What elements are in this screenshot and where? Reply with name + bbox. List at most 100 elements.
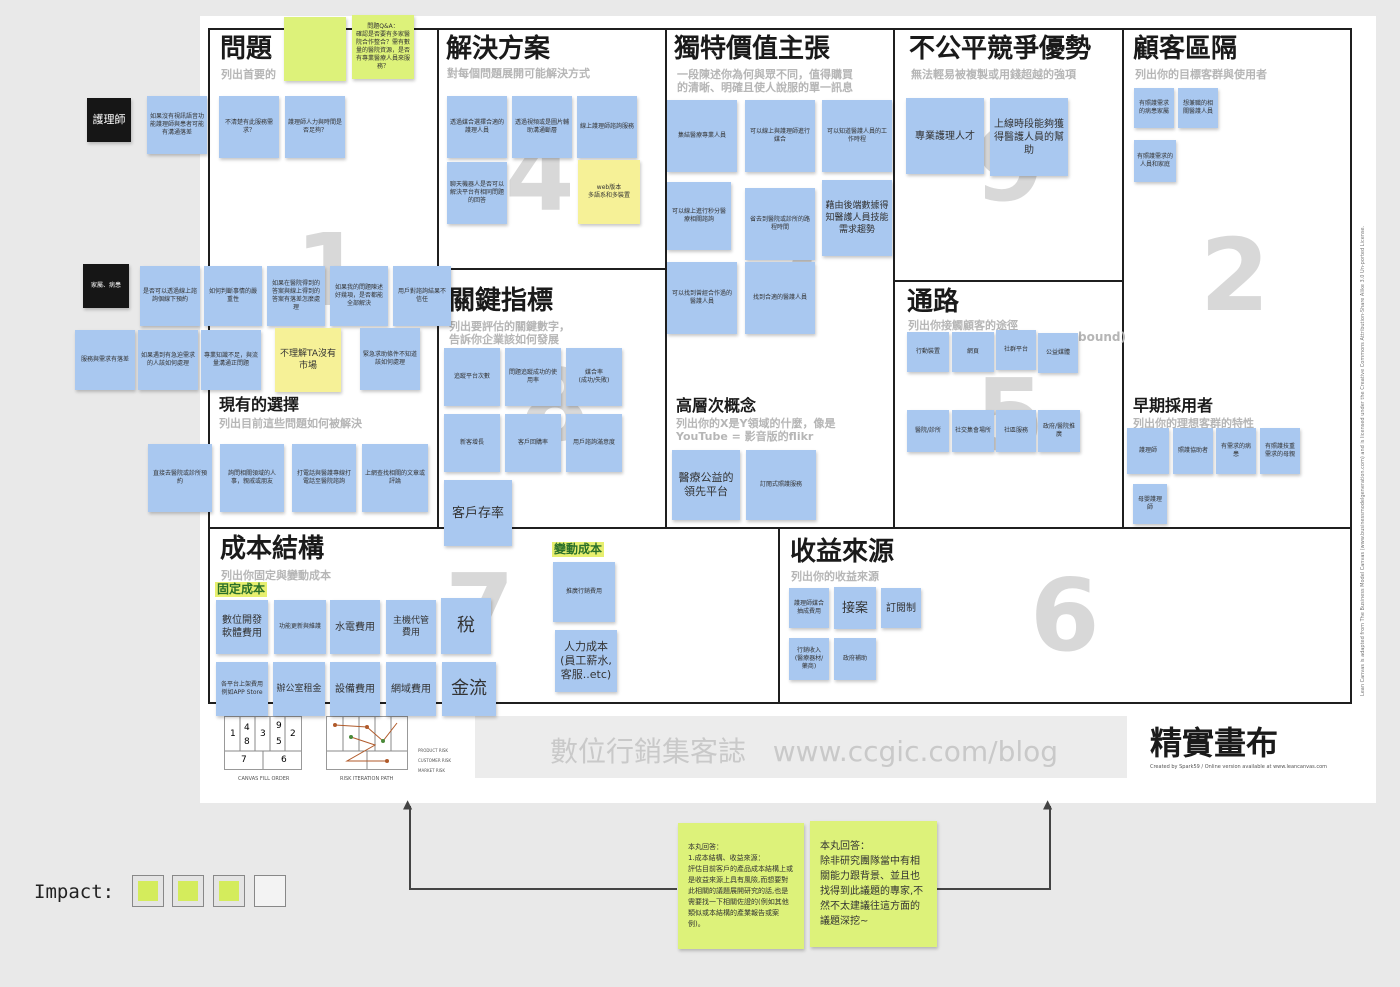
- solution-title: 解決方案: [446, 34, 551, 64]
- note-solution-c[interactable]: 線上護理師諮詢服務: [577, 96, 637, 158]
- note-uvp-a[interactable]: 集結醫療專業人員: [667, 100, 737, 172]
- note-problem-l[interactable]: 不理解TA沒有市場: [275, 328, 341, 392]
- note-problem-d[interactable]: 是否可以透過線上諮詢個線下預約: [140, 266, 200, 326]
- note-cost-h[interactable]: 設備費用: [330, 662, 380, 716]
- note-channel-g[interactable]: 社區服務: [996, 410, 1036, 452]
- note-revenue-e[interactable]: 政府補助: [834, 638, 876, 680]
- canvas-title: 精實畫布: [1150, 724, 1279, 762]
- note-metric-e[interactable]: 客戶回購率: [505, 414, 561, 472]
- note-solution-e[interactable]: web版本 多語系和多裝置: [578, 160, 640, 224]
- note-channel-b[interactable]: 網頁: [952, 332, 994, 372]
- note-uvp-d[interactable]: 可以線上進行秒分醫療相關諮詢: [667, 182, 731, 250]
- impact-box-2[interactable]: [172, 875, 204, 907]
- note-early-b[interactable]: 照護協助者: [1173, 428, 1213, 474]
- note-problem-j[interactable]: 如果遇到有急迫需求的人該如何處理: [138, 330, 198, 390]
- note-metric-a[interactable]: 追蹤平台次數: [444, 348, 500, 406]
- impact-box-4[interactable]: [254, 875, 286, 907]
- note-channel-e[interactable]: 醫院/診所: [907, 410, 949, 452]
- note-cost-i[interactable]: 網域費用: [386, 662, 436, 716]
- note-answer-2[interactable]: 本丸回答： 除非研究團隊當中有相關能力跟背景、並且也找得到此議題的專家,不然不太…: [810, 821, 937, 947]
- channels-extra: bound): [1078, 330, 1126, 344]
- note-problem-qa[interactable]: 問題Q&A： 確認是否要有多家醫院合作整合？需有數量的醫院資源，是否有專業醫療人…: [352, 15, 414, 79]
- note-early-e[interactable]: 母嬰護理師: [1133, 484, 1167, 524]
- note-uvp-c[interactable]: 可以知道醫護人員的工作時程: [822, 100, 892, 172]
- note-revenue-b[interactable]: 接案: [834, 587, 876, 629]
- note-problem-g[interactable]: 如果我的問題陳述好幾項，是否都能全部解決: [330, 266, 388, 326]
- note-uvp-b[interactable]: 可以線上與護理師進行媒合: [745, 100, 815, 172]
- note-metric-c[interactable]: 媒合率 (成功/失敗): [566, 348, 622, 406]
- note-cost-a[interactable]: 數位開發軟體費用: [216, 600, 268, 654]
- note-cost-c[interactable]: 水電費用: [330, 600, 380, 654]
- note-problem-f[interactable]: 如果在醫院得到的答案與線上得到的答案有落差怎麼處理: [267, 266, 325, 326]
- note-channel-f[interactable]: 社交集會場所: [952, 410, 994, 452]
- note-cost-k[interactable]: 推廣行銷費用: [553, 562, 615, 622]
- note-metric-d[interactable]: 新客增長: [444, 414, 500, 472]
- metrics-subtitle: 列出要評估的關鍵數字， 告訴你企業該如何發展: [449, 320, 570, 346]
- fill-order-caption: CANVAS FILL ORDER: [238, 776, 290, 782]
- note-high-level-b[interactable]: 訂閱式照護服務: [746, 450, 816, 520]
- grid-num-2: 4: [244, 723, 250, 733]
- note-problem-h[interactable]: 用戶對諮詢結果不信任: [393, 266, 451, 326]
- note-solution-a[interactable]: 透過媒合選擇合適的護理人員: [447, 96, 507, 158]
- note-channel-c[interactable]: 社群平台: [996, 330, 1036, 370]
- grid-num-3: 3: [260, 729, 266, 739]
- note-revenue-d[interactable]: 行銷收入 (醫療器材/藥商): [789, 638, 829, 680]
- tag-family[interactable]: 家屬、病患: [83, 264, 129, 308]
- note-uvp-e[interactable]: 省去到醫院或診所的路程時間: [745, 188, 815, 260]
- note-channel-a[interactable]: 行動裝置: [907, 332, 949, 372]
- risk-path-diagram: [326, 716, 408, 770]
- note-cost-d[interactable]: 主機代管費用: [386, 600, 436, 654]
- note-metric-b[interactable]: 問題追蹤成功的使用率: [505, 348, 561, 406]
- note-unfair-b[interactable]: 上線時段能夠獲得醫護人員的幫助: [990, 98, 1068, 176]
- note-problem-b[interactable]: 不清楚有此服務需求？: [219, 96, 279, 158]
- note-segment-c[interactable]: 有照護需求的人員和家庭: [1134, 140, 1176, 182]
- note-segment-a[interactable]: 有照護需求的病患家屬: [1134, 88, 1174, 128]
- note-alternative-d[interactable]: 上網查找相關的文章或評論: [362, 444, 428, 512]
- tag-nurse[interactable]: 護理師: [87, 98, 131, 142]
- early-adopters-subtitle: 列出你的理想客群的特性: [1133, 417, 1254, 430]
- note-revenue-a[interactable]: 護理師媒合抽成費用: [789, 588, 829, 628]
- note-channel-h[interactable]: 政府/醫院推廣: [1038, 410, 1080, 452]
- note-alternative-a[interactable]: 直接去醫院或診所預約: [148, 444, 212, 512]
- risk-legend-customer: CUSTOMER RISK: [418, 758, 452, 763]
- grid-num-8: 7: [241, 755, 247, 765]
- note-problem-yellow-1[interactable]: [284, 17, 346, 81]
- note-answer-1[interactable]: 本丸回答： 1.成本結構、收益來源： 評估目前客戶的產品成本結構上或是收益來源上…: [678, 823, 804, 949]
- note-metric-g[interactable]: 客戶存率: [444, 480, 512, 546]
- note-problem-a[interactable]: 如果沒有視訊語音功能護理師與患者可能有溝通落差: [147, 96, 207, 154]
- note-uvp-h[interactable]: 找到合適的醫護人員: [745, 262, 815, 334]
- note-early-a[interactable]: 護理師: [1127, 428, 1169, 474]
- note-solution-b[interactable]: 透過視頻或是圖片輔助溝通斷層: [512, 96, 572, 158]
- note-uvp-g[interactable]: 可以找到曾經合作過的醫護人員: [667, 262, 737, 334]
- note-early-d[interactable]: 有照護技重需求的母親: [1260, 428, 1300, 474]
- note-problem-i[interactable]: 服務與需求有落差: [75, 330, 135, 390]
- note-early-c[interactable]: 有需求的病患: [1216, 428, 1256, 474]
- note-alternative-c[interactable]: 打電話與醫護專線打電話至醫院諮詢: [292, 444, 356, 512]
- note-problem-m[interactable]: 緊急求助條件不知道該如何處理: [360, 328, 420, 390]
- note-problem-k[interactable]: 專業知識不足，與流量溝通正問題: [201, 330, 261, 390]
- note-high-level-a[interactable]: 醫療公益的領先平台: [672, 450, 740, 520]
- note-cost-g[interactable]: 辦公室租金: [273, 662, 325, 716]
- note-cost-l[interactable]: 人力成本 (員工薪水, 客服..etc): [555, 630, 617, 692]
- note-cost-b[interactable]: 功能更新與維護: [274, 600, 326, 654]
- note-alternative-b[interactable]: 詢問相關領域的人事，親戚或朋友: [220, 444, 284, 512]
- note-segment-b[interactable]: 想兼職的相關醫護人員: [1178, 88, 1218, 128]
- note-unfair-a[interactable]: 專業護理人才: [906, 98, 984, 174]
- problem-title: 問題: [220, 34, 273, 64]
- arrow-left-horizontal: [409, 888, 677, 890]
- note-uvp-f[interactable]: 藉由後端數據得知醫護人員技能需求趨勢: [822, 180, 892, 256]
- note-revenue-c[interactable]: 訂閱制: [881, 588, 921, 628]
- note-problem-e[interactable]: 如何判斷事情的嚴重性: [204, 266, 262, 326]
- note-cost-f[interactable]: 各平台上架費用 例如APP Store: [216, 662, 268, 716]
- note-cost-e[interactable]: 稅: [441, 598, 491, 654]
- note-cost-j[interactable]: 金流: [442, 662, 496, 716]
- impact-box-1[interactable]: [132, 875, 164, 907]
- note-channel-d[interactable]: 公益媒體: [1038, 333, 1078, 373]
- divider-v4: [1122, 28, 1124, 528]
- impact-box-3[interactable]: [213, 875, 245, 907]
- arrow-head-left: ▲: [403, 797, 413, 811]
- arrow-right-vertical: [1049, 806, 1051, 890]
- note-solution-d[interactable]: 聊天機器人是否可以解決平台有相同問題的回答: [447, 162, 507, 224]
- note-metric-f[interactable]: 用戶諮詢滿意度: [566, 414, 622, 472]
- note-problem-c[interactable]: 護理師人力與時間是否足夠？: [285, 96, 345, 158]
